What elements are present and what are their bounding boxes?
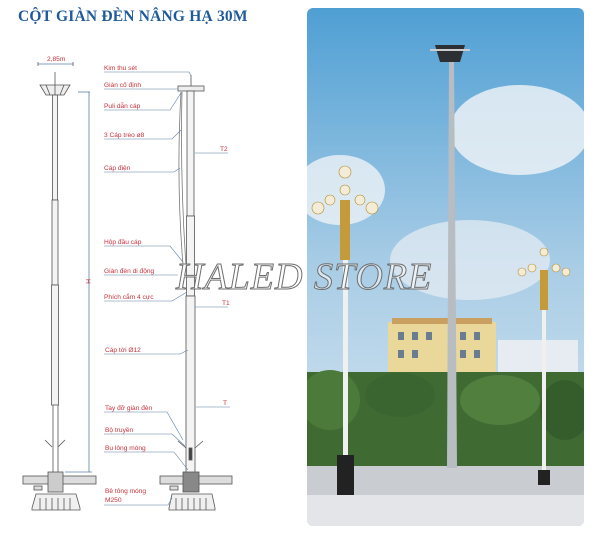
width-dimension: 2,85m xyxy=(47,56,66,63)
component-labels: Kim thu sét Giàn cố định Puli dẫn cáp 3 … xyxy=(104,65,230,504)
watermark: HALED STORE xyxy=(175,256,433,299)
label-fixed-frame: Giàn cố định xyxy=(104,80,141,89)
label-pulley: Puli dẫn cáp xyxy=(104,101,141,110)
label-power-cable: Cáp điện xyxy=(104,165,131,172)
label-concrete-grade: M250 xyxy=(105,497,122,504)
section-label-t: T xyxy=(223,400,227,407)
high-mast-photo xyxy=(307,8,584,526)
label-winch-cable: Cáp tời Ø12 xyxy=(105,347,141,354)
label-moving-frame: Giàn đèn di động xyxy=(104,268,155,275)
height-dimension: H xyxy=(84,279,91,284)
section-label-t2: T2 xyxy=(220,146,228,153)
pole-elevation-left xyxy=(22,62,97,511)
label-frame-support: Tay đỡ giàn đèn xyxy=(105,405,153,412)
section-label-t1: T1 xyxy=(222,300,230,307)
label-transmission: Bộ truyền xyxy=(105,425,134,434)
label-anchor-bolt: Bu lông móng xyxy=(105,445,146,452)
label-4-pin-plug: Phích cắm 4 cực xyxy=(104,292,154,301)
label-cable-box: Hộp đầu cáp xyxy=(104,237,142,246)
pole-section-right xyxy=(159,75,233,511)
leader-lines xyxy=(104,71,230,506)
page-title: CỘT GIÀN ĐÈN NÂNG HẠ 30M xyxy=(18,8,248,25)
label-suspension-cables: 3 Cáp treo ø8 xyxy=(104,132,145,139)
label-concrete-foundation: Bê tông móng xyxy=(105,488,146,495)
label-lightning-rod: Kim thu sét xyxy=(104,65,137,72)
